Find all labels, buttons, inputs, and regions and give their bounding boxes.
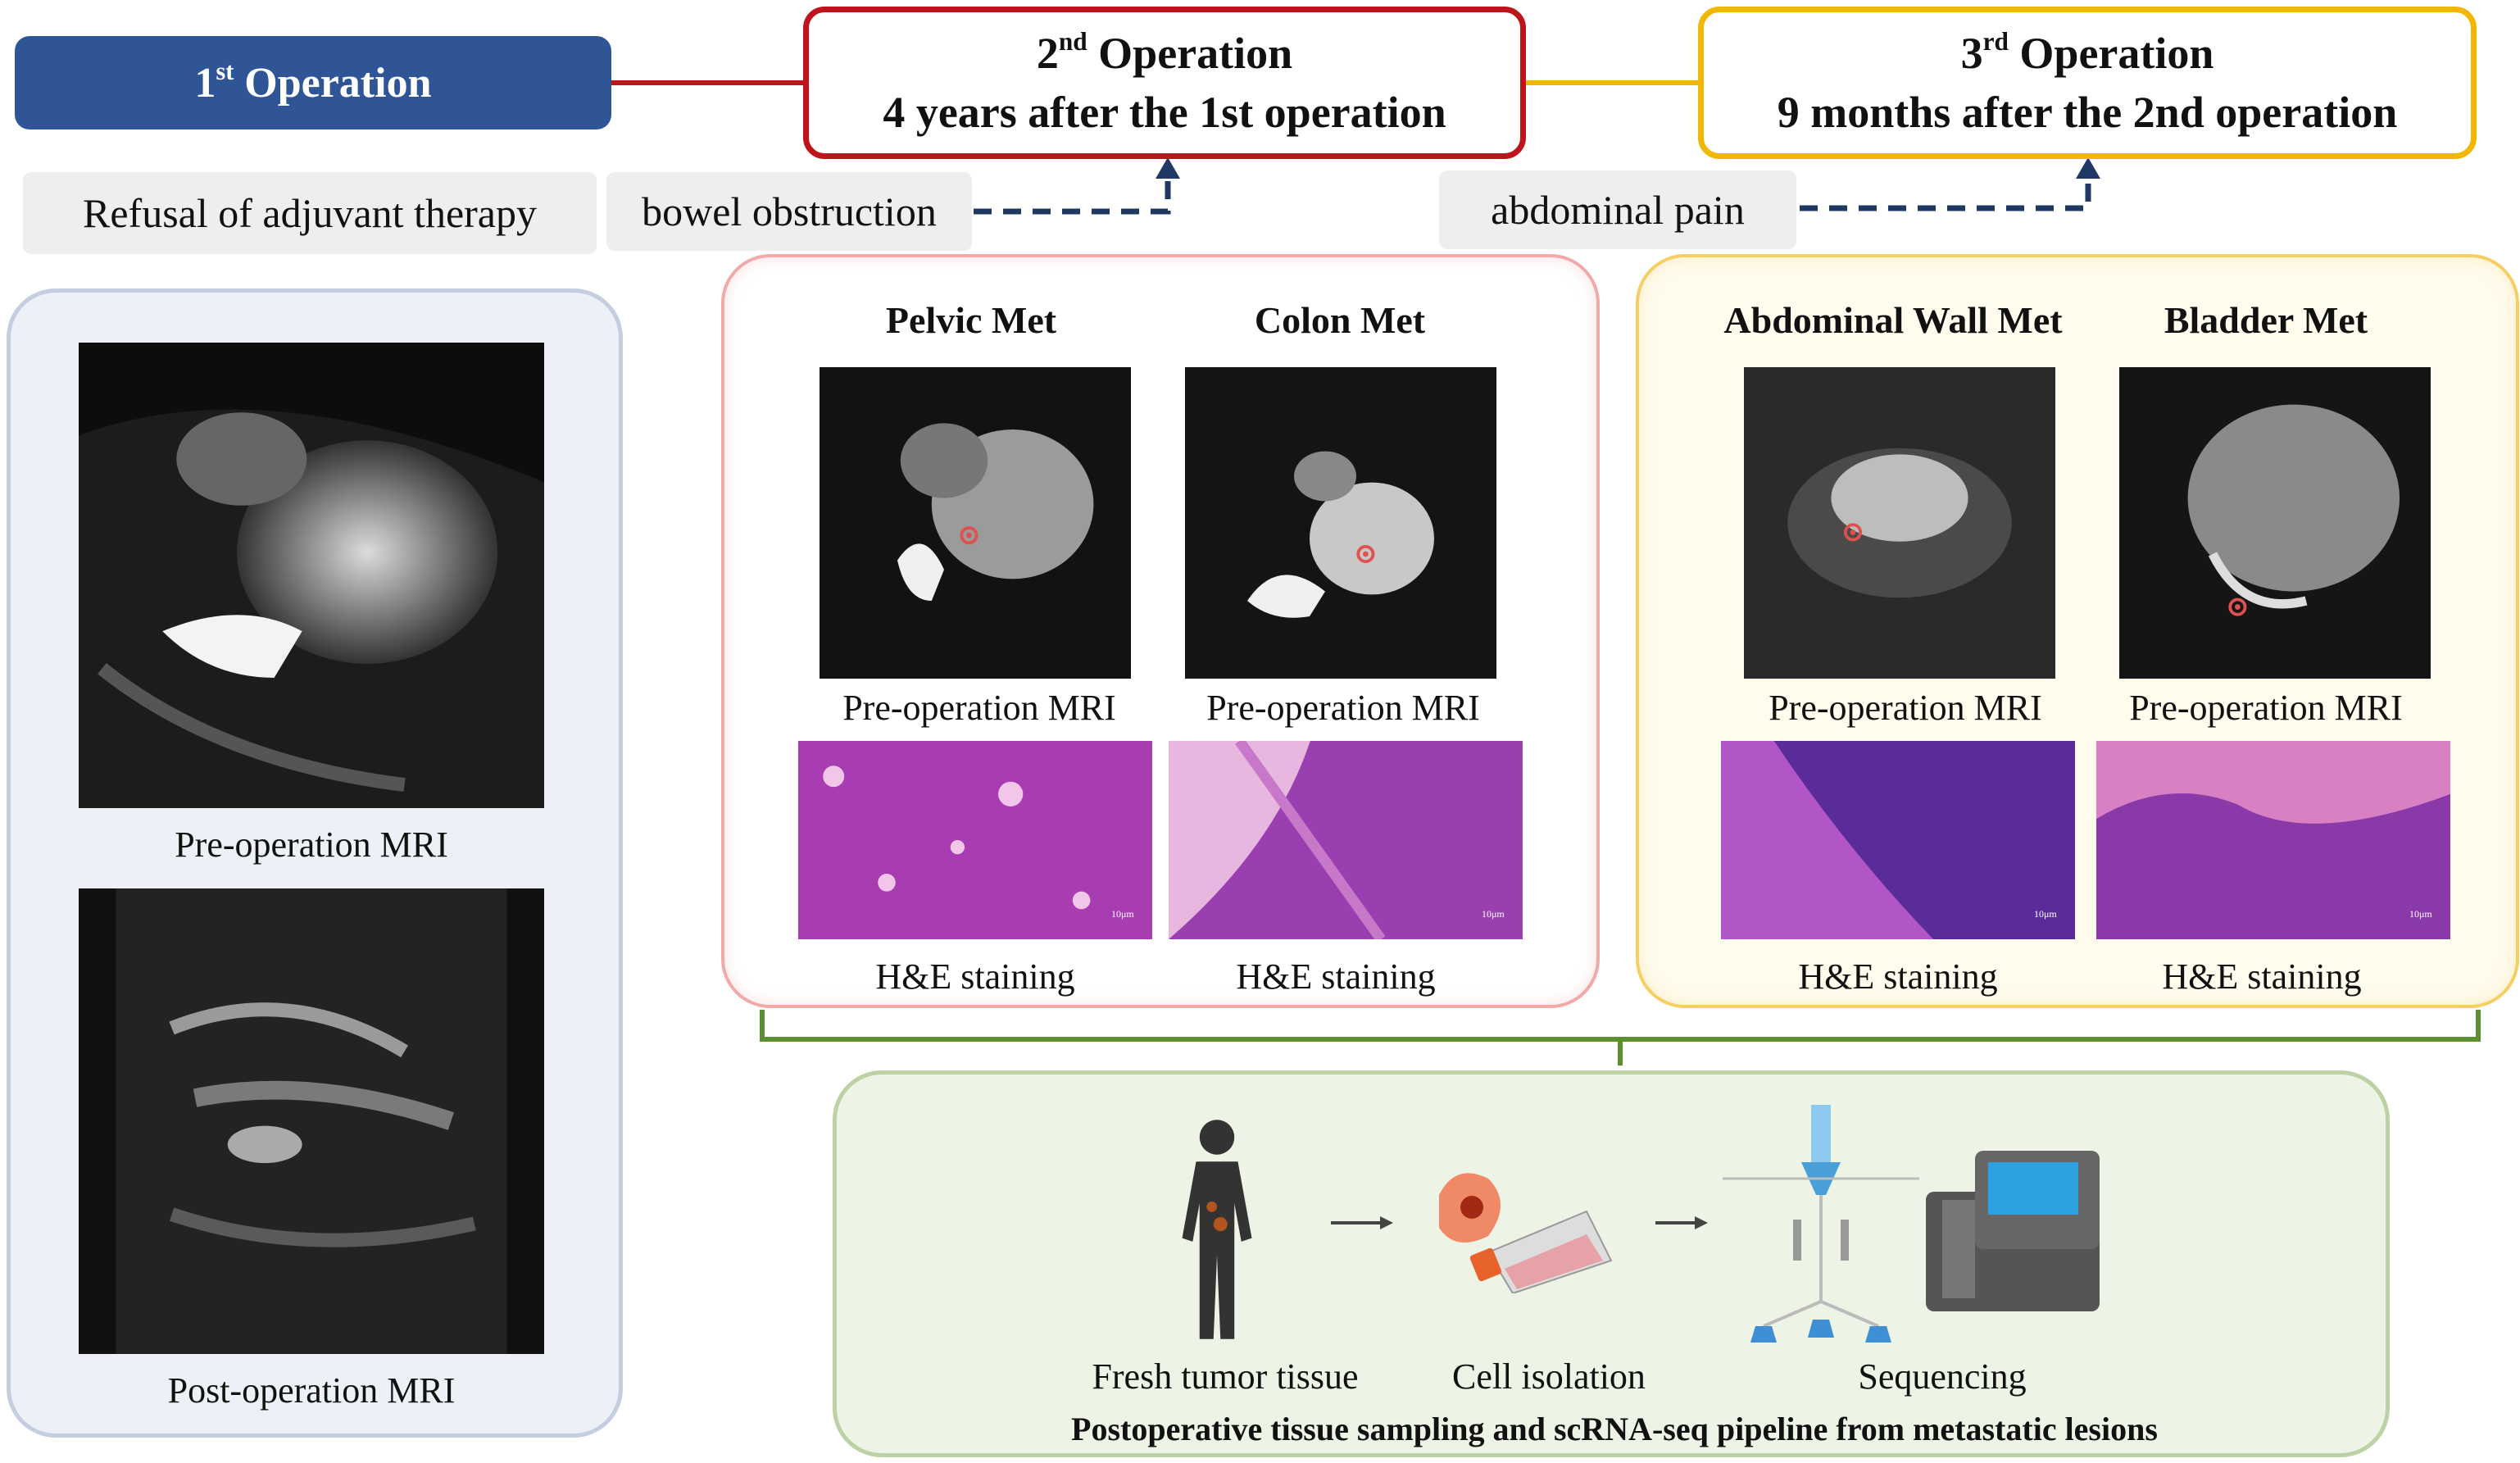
bladder-met-he-caption: H&E staining — [2162, 956, 2362, 997]
pipeline-title: Postoperative tissue sampling and scRNA-… — [1071, 1410, 2158, 1447]
colon-scale-label: 10μm — [1482, 908, 1505, 920]
pre-operation-mri-caption: Pre-operation MRI — [175, 824, 448, 865]
colon-met-label: Colon Met — [1254, 298, 1426, 341]
pelvic-met-mri-caption: Pre-operation MRI — [842, 687, 1116, 728]
third-operation-title: 3rd Operation — [1960, 27, 2214, 78]
third-operation-subtitle: 9 months after the 2nd operation — [1777, 88, 2398, 137]
post-operation-mri-caption: Post-operation MRI — [167, 1370, 456, 1411]
abdominal-wall-met-mri-image — [1744, 367, 2055, 679]
human-figure-icon — [1164, 1116, 1270, 1343]
sequencing-label: Sequencing — [1858, 1356, 2027, 1397]
bladder-met-label: Bladder Met — [2164, 298, 2368, 341]
pre-operation-mri-image — [79, 343, 544, 808]
bladder-scale-label: 10μm — [2409, 908, 2432, 920]
abdominal-wall-met-he-caption: H&E staining — [1798, 956, 1998, 997]
pelvic-met-label: Pelvic Met — [885, 298, 1057, 341]
cell-flask-icon — [1431, 1162, 1619, 1295]
cell-isolation-label: Cell isolation — [1452, 1356, 1646, 1397]
refusal-tag: Refusal of adjuvant therapy — [23, 172, 597, 254]
colon-met-he-image — [1169, 741, 1523, 939]
abdominal-wall-met-he-image — [1721, 741, 2075, 939]
abdominal-wall-scale-label: 10μm — [2034, 908, 2057, 920]
abdominal-wall-met-label: Abdominal Wall Met — [1723, 298, 2063, 341]
abdominal-pain-tag: abdominal pain — [1439, 170, 1796, 249]
second-operation-title: 2nd Operation — [1036, 27, 1293, 78]
pelvic-met-mri-image — [820, 367, 1131, 679]
abdominal-wall-met-mri-caption: Pre-operation MRI — [1769, 687, 2042, 728]
bladder-met-mri-image — [2119, 367, 2431, 679]
bowel-obstruction-tag: bowel obstruction — [606, 172, 972, 251]
pipeline-panel — [833, 1070, 2390, 1457]
pelvic-scale-label: 10μm — [1111, 908, 1134, 920]
third-operation-box: 3rd Operation 9 months after the 2nd ope… — [1698, 7, 2477, 159]
first-operation-box: 1st Operation — [15, 36, 611, 129]
bladder-met-mri-caption: Pre-operation MRI — [2129, 687, 2403, 728]
pelvic-met-he-caption: H&E staining — [875, 956, 1075, 997]
second-operation-subtitle: 4 years after the 1st operation — [883, 88, 1446, 137]
second-operation-box: 2nd Operation 4 years after the 1st oper… — [803, 7, 1526, 159]
colon-met-mri-caption: Pre-operation MRI — [1206, 687, 1480, 728]
colon-met-mri-image — [1185, 367, 1496, 679]
sequencer-icon — [1926, 1151, 2100, 1311]
fresh-tumor-tissue-label: Fresh tumor tissue — [1092, 1356, 1359, 1397]
colon-met-he-caption: H&E staining — [1236, 956, 1436, 997]
first-operation-label: 1st Operation — [194, 57, 432, 107]
post-operation-mri-image — [79, 888, 544, 1354]
pelvic-met-he-image — [798, 741, 1152, 939]
bladder-met-he-image — [2096, 741, 2450, 939]
microfluidic-chip-icon — [1714, 1105, 1927, 1351]
